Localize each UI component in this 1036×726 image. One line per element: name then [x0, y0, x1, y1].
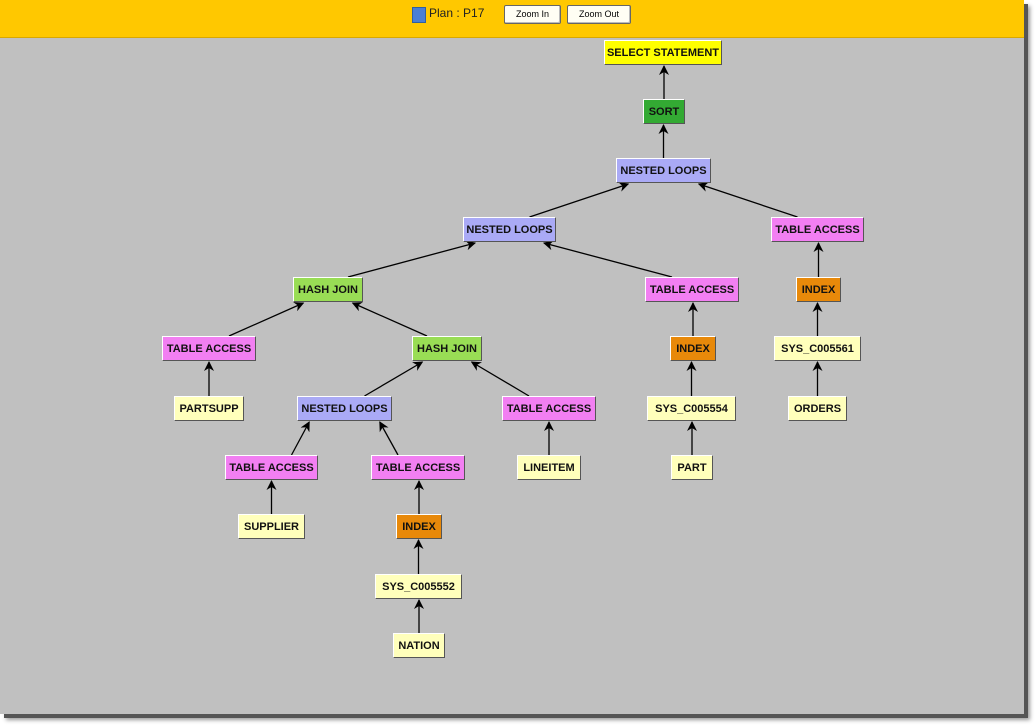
plan-node-object[interactable]: NATION — [393, 633, 445, 658]
plan-node-index[interactable]: INDEX — [396, 514, 442, 539]
plan-node-nested-loops[interactable]: NESTED LOOPS — [297, 396, 392, 421]
plan-node-hash-join[interactable]: HASH JOIN — [293, 277, 363, 302]
plan-node-object[interactable]: PARTSUPP — [174, 396, 244, 421]
plan-node-hash-join[interactable]: HASH JOIN — [412, 336, 482, 361]
plan-edge-arrow — [529, 182, 630, 218]
plan-node-sort[interactable]: SORT — [643, 99, 685, 124]
plan-node-nested-loops[interactable]: NESTED LOOPS — [463, 217, 556, 242]
plan-node-index[interactable]: INDEX — [670, 336, 716, 361]
zoom-out-button[interactable]: Zoom Out — [567, 5, 631, 24]
plan-node-select-statement[interactable]: SELECT STATEMENT — [604, 40, 722, 65]
plan-node-object[interactable]: SYS_C005552 — [375, 574, 462, 599]
plan-node-table-access[interactable]: TABLE ACCESS — [502, 396, 596, 421]
zoom-in-button[interactable]: Zoom In — [504, 5, 561, 24]
plan-edge-arrow — [228, 302, 305, 337]
plan-node-object[interactable]: SYS_C005561 — [774, 336, 861, 361]
toolbar: Plan : P17 Zoom In Zoom Out — [0, 0, 1024, 38]
plan-node-table-access[interactable]: TABLE ACCESS — [371, 455, 465, 480]
plan-node-table-access[interactable]: TABLE ACCESS — [645, 277, 739, 302]
plan-edge-arrow — [364, 361, 424, 397]
plan-edge-arrow — [347, 240, 477, 278]
plan-edge-arrow — [542, 240, 673, 278]
plan-node-nested-loops[interactable]: NESTED LOOPS — [616, 158, 711, 183]
plan-title: Plan : P17 — [429, 6, 485, 20]
plan-node-object[interactable]: SYS_C005554 — [647, 396, 736, 421]
plan-node-object[interactable]: PART — [671, 455, 713, 480]
plan-edge-arrow — [351, 302, 428, 337]
plan-node-table-access[interactable]: TABLE ACCESS — [225, 455, 318, 480]
plan-node-object[interactable]: SUPPLIER — [238, 514, 305, 539]
plan-node-object[interactable]: ORDERS — [788, 396, 847, 421]
plan-edges — [204, 65, 824, 633]
plan-node-object[interactable]: LINEITEM — [517, 455, 581, 480]
plan-node-index[interactable]: INDEX — [796, 277, 841, 302]
plan-edge-arrow — [697, 182, 798, 218]
plan-edge-arrow — [379, 421, 399, 456]
plan-icon — [412, 7, 426, 23]
plan-node-table-access[interactable]: TABLE ACCESS — [771, 217, 864, 242]
plan-edge-arrow — [470, 361, 530, 397]
plan-node-table-access[interactable]: TABLE ACCESS — [162, 336, 256, 361]
plan-edge-arrow — [290, 421, 310, 456]
plan-window: Plan : P17 Zoom In Zoom Out SELECT STATE… — [0, 0, 1024, 714]
